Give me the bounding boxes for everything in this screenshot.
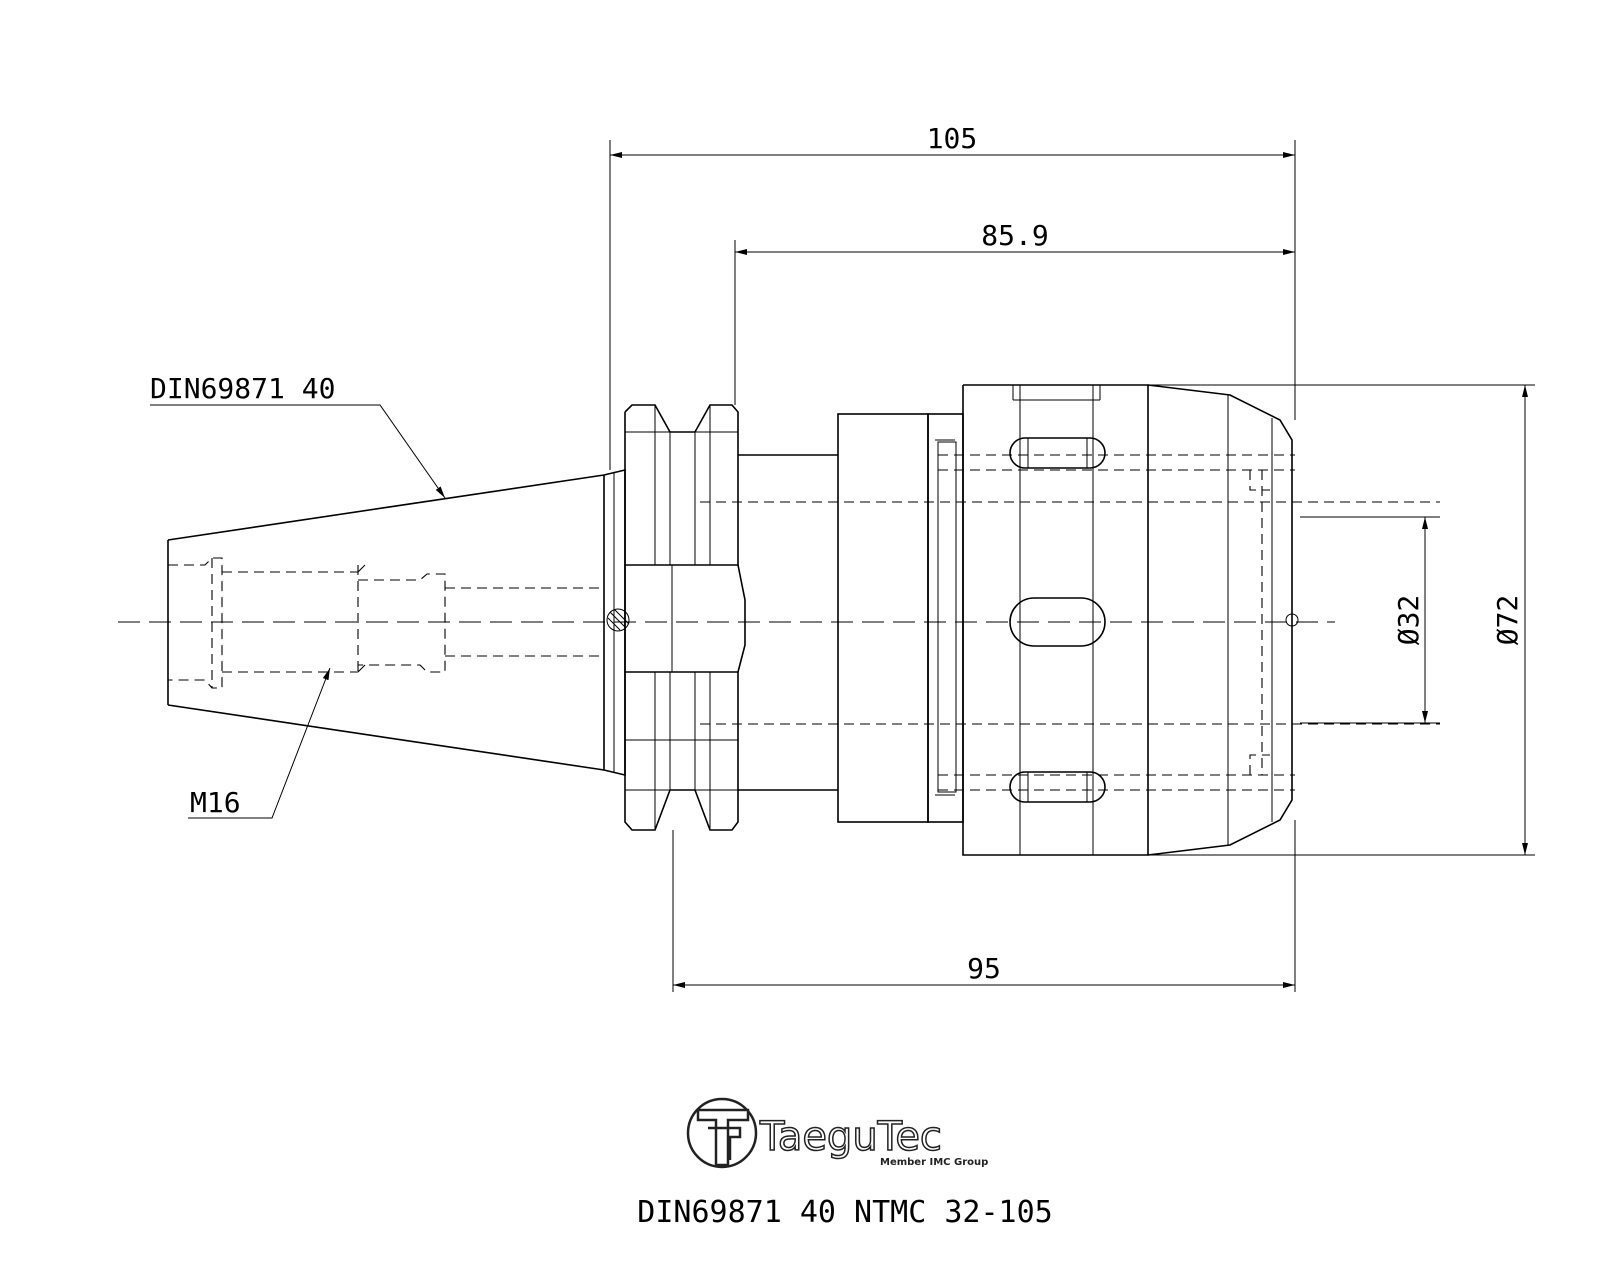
neck xyxy=(700,454,1440,791)
dimension-d32: Ø32 xyxy=(1300,516,1440,724)
dimension-105: 105 xyxy=(609,122,1296,470)
taper-shank xyxy=(167,468,630,777)
logo-brand-text: TaeguTec xyxy=(759,1114,942,1160)
v-flange xyxy=(624,404,746,831)
taegutec-logo: TaeguTec Member IMC Group xyxy=(686,1097,988,1169)
dimension-85-9-label: 85.9 xyxy=(981,219,1048,252)
collar-ring xyxy=(837,413,964,823)
clamp-nut xyxy=(938,384,1299,856)
dimension-95-label: 95 xyxy=(967,952,1001,985)
retention-bore xyxy=(168,557,604,689)
callout-thread: M16 xyxy=(188,667,331,819)
dimension-85-9: 85.9 xyxy=(734,219,1295,405)
dimension-d72-label: Ø72 xyxy=(1491,595,1524,646)
dimension-105-label: 105 xyxy=(927,122,978,155)
dimension-d32-label: Ø32 xyxy=(1392,595,1425,646)
dimension-95: 95 xyxy=(672,820,1296,992)
logo-mark-icon xyxy=(686,1097,758,1169)
drawing-title: DIN69871 40 NTMC 32-105 xyxy=(637,1195,1052,1230)
dimension-d72: Ø72 xyxy=(1148,384,1535,856)
logo-tagline-text: Member IMC Group xyxy=(880,1157,988,1168)
callout-thread-label: M16 xyxy=(190,786,241,819)
callout-taper-label: DIN69871 40 xyxy=(150,372,335,405)
callout-taper: DIN69871 40 xyxy=(150,372,446,499)
